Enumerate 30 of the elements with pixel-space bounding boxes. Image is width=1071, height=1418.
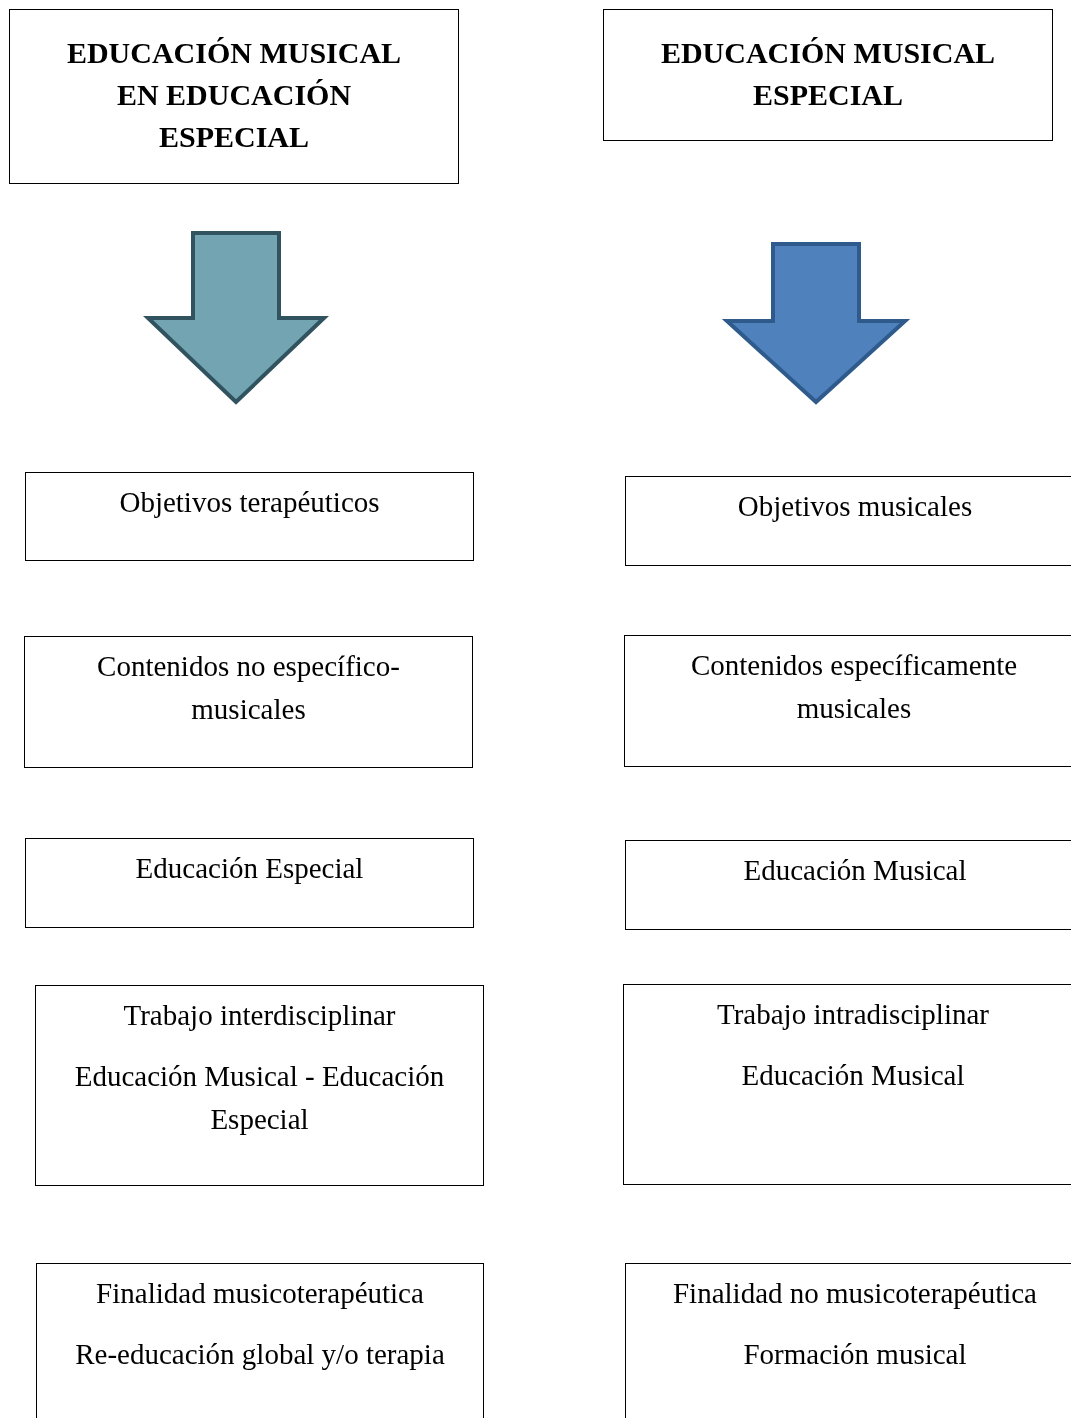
text-box	[623, 984, 1071, 1185]
text-box	[624, 635, 1071, 767]
text-box	[25, 472, 474, 561]
text-box	[24, 636, 473, 768]
label: Finalidad musicoterapéutica	[95, 1276, 425, 1311]
block-arrow	[143, 231, 329, 405]
label: Finalidad no musicoterapéutica	[672, 1276, 1038, 1311]
label: Educación Musical	[740, 1058, 966, 1093]
label: Educación Musical - Educación Especial	[73, 1059, 446, 1137]
label: Objetivos musicales	[736, 489, 974, 524]
label: Educación Musical	[742, 853, 968, 888]
text-box	[625, 476, 1071, 566]
text-box	[25, 838, 474, 928]
text-box	[35, 985, 484, 1186]
heading: EDUCACIÓN MUSICAL EN EDUCACIÓN ESPECIAL	[65, 35, 403, 155]
label: Trabajo intradisciplinar	[716, 997, 990, 1032]
text-box	[625, 840, 1071, 930]
text-box	[625, 1263, 1071, 1418]
text-box	[36, 1263, 484, 1418]
title-box	[603, 9, 1053, 141]
label: Contenidos específicamente musicales	[689, 648, 1019, 726]
label: Trabajo interdisciplinar	[122, 998, 397, 1033]
label: Contenidos no específico-musicales	[96, 649, 401, 727]
heading: EDUCACIÓN MUSICAL ESPECIAL	[659, 35, 997, 113]
title-box	[9, 9, 459, 184]
label: Objetivos terapéuticos	[118, 485, 381, 520]
label: Educación Especial	[134, 851, 365, 886]
block-arrow	[721, 242, 911, 405]
label: Re-educación global y/o terapia	[74, 1337, 446, 1372]
label: Formación musical	[742, 1337, 968, 1372]
